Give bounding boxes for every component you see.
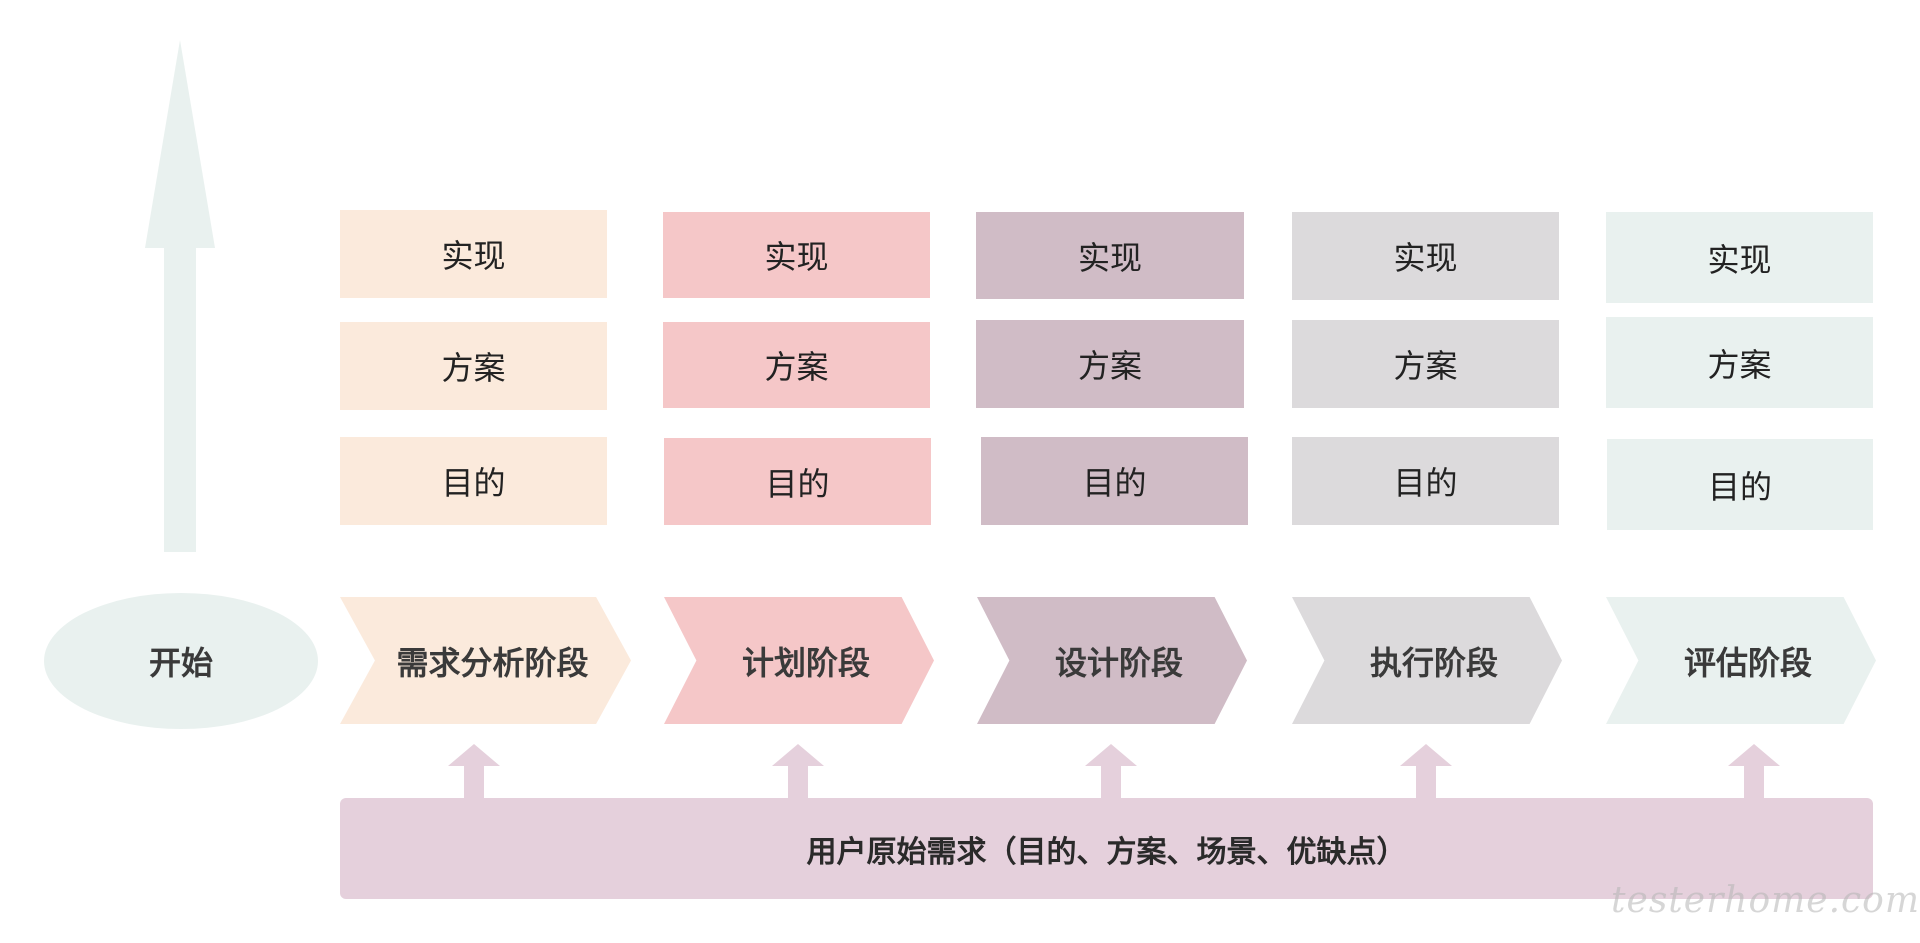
start-label: 开始: [148, 644, 213, 682]
stage-2-label: 计划阶段: [741, 643, 870, 682]
watermark: testerhome.com: [1611, 880, 1920, 921]
up-arrow-icon: [1400, 744, 1452, 800]
stage-3-chevron: 设计阶段: [977, 597, 1247, 724]
stage-2-box-purpose: 目的: [664, 438, 931, 525]
stage-4-box-implementation: 实现: [1292, 212, 1559, 300]
stage-1-box-plan: 方案: [340, 322, 607, 410]
stage-5-box-implementation: 实现: [1606, 212, 1873, 303]
stage-5-box-purpose: 目的: [1607, 439, 1873, 530]
stage-4-box-purpose: 目的: [1292, 437, 1559, 525]
stage-3-box-plan: 方案: [976, 320, 1244, 408]
up-arrow-icon: [772, 744, 824, 800]
stage-3-label: 设计阶段: [1054, 643, 1183, 682]
up-arrow-icon: [1728, 744, 1780, 800]
stage-2-box-implementation: 实现: [663, 212, 930, 298]
stage-5-chevron: 评估阶段: [1606, 597, 1876, 724]
stage-4-label: 执行阶段: [1369, 643, 1498, 682]
stage-4-chevron: 执行阶段: [1292, 597, 1562, 724]
stage-1-box-implementation: 实现: [340, 210, 607, 298]
stage-1-chevron: 需求分析阶段: [340, 597, 631, 724]
up-arrow-icon: [448, 744, 500, 800]
stage-3-box-purpose: 目的: [981, 437, 1248, 525]
stage-1-label: 需求分析阶段: [396, 643, 589, 682]
stage-2-box-plan: 方案: [663, 322, 930, 408]
stage-1-box-purpose: 目的: [340, 437, 607, 525]
user-requirements-bar: 用户原始需求（目的、方案、场景、优缺点）: [340, 798, 1873, 899]
stage-3-box-implementation: 实现: [976, 212, 1244, 299]
start-node: 开始: [44, 593, 318, 729]
vertical-up-arrow: [145, 40, 215, 552]
stage-4-box-plan: 方案: [1292, 320, 1559, 408]
stage-5-label: 评估阶段: [1683, 643, 1812, 682]
user-requirements-label: 用户原始需求（目的、方案、场景、优缺点）: [806, 834, 1407, 870]
stage-5-box-plan: 方案: [1606, 317, 1873, 408]
stage-2-chevron: 计划阶段: [664, 597, 934, 724]
up-arrow-icon: [1085, 744, 1137, 800]
